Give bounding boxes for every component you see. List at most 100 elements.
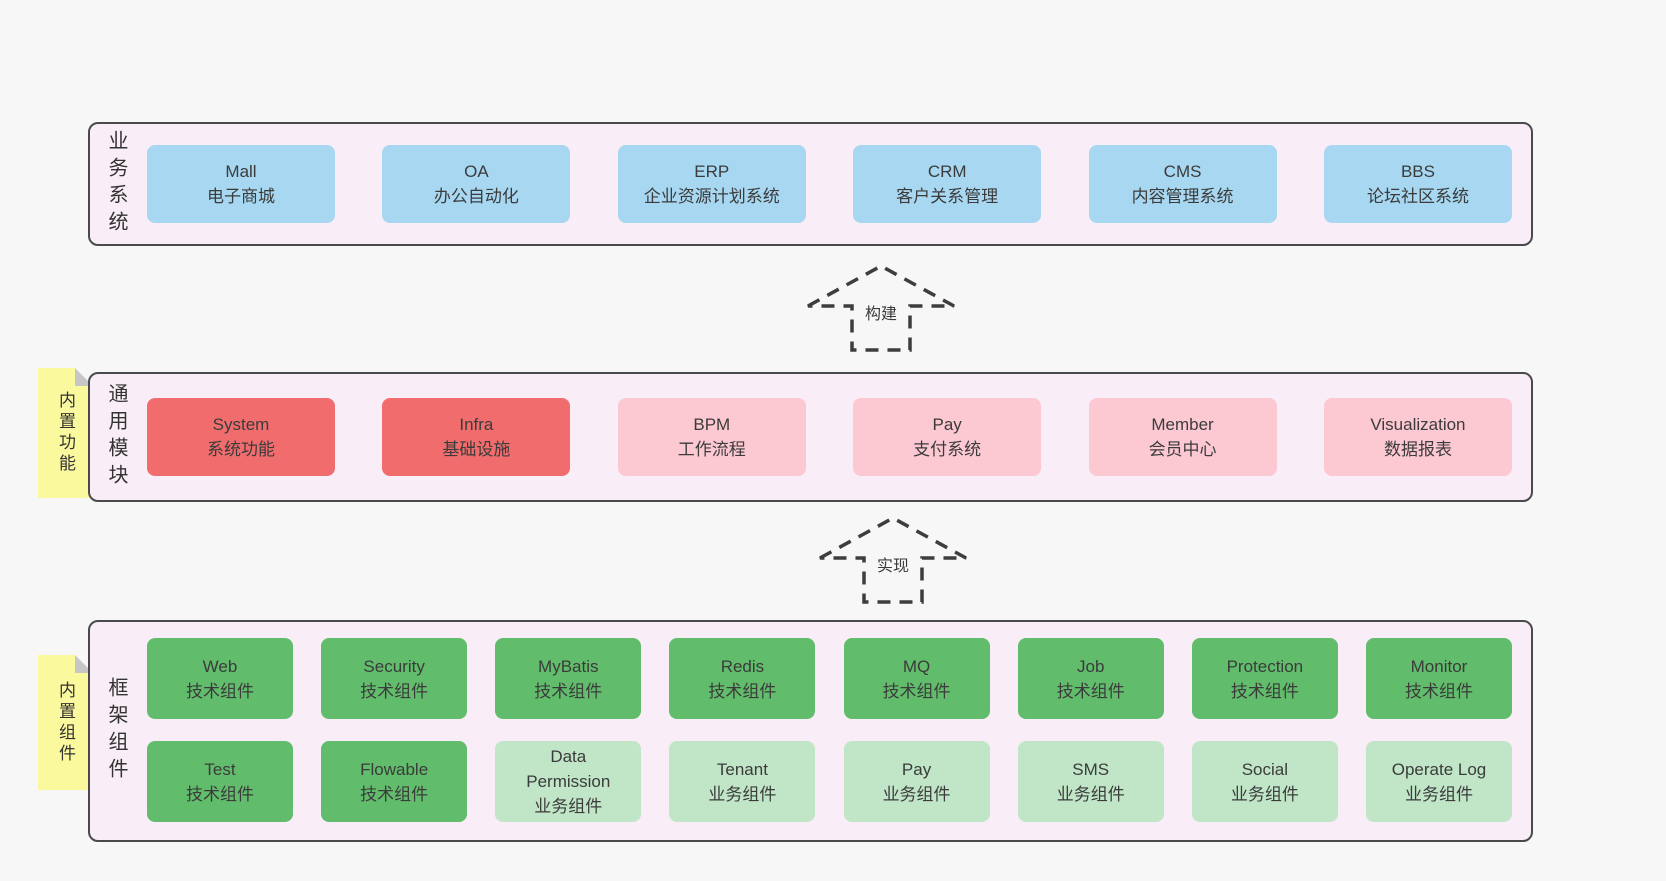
box-subtitle: 技术组件 [186, 784, 254, 804]
box-subtitle: 会员中心 [1148, 440, 1217, 459]
business-boxes-row: Mall 电子商城 OA 办公自动化 ERP 企业资源计划系统 CRM 客户关系… [147, 145, 1512, 223]
box-redis: Redis 技术组件 [669, 638, 816, 719]
box-title: Mall [225, 162, 257, 181]
box-subtitle: 业务组件 [1056, 784, 1125, 804]
box-title: Visualization [1370, 415, 1466, 434]
box-subtitle: 技术组件 [1404, 681, 1473, 701]
builtin-components-note: 内置组件 [38, 655, 93, 790]
panel-side-label: 框架组件 [105, 677, 127, 785]
box-subtitle: 客户关系管理 [896, 187, 999, 206]
box-subtitle: 技术组件 [534, 681, 603, 701]
note-label: 内置功能 [56, 391, 75, 475]
box-operate-log: Operate Log 业务组件 [1365, 741, 1512, 822]
box-title: MyBatis [538, 656, 599, 676]
box-title: ERP [694, 162, 730, 181]
box-mybatis: MyBatis 技术组件 [495, 638, 642, 719]
box-subtitle: 业务组件 [882, 784, 951, 804]
modules-boxes-row: System 系统功能 Infra 基础设施 BPM 工作流程 Pay 支付系统… [147, 398, 1512, 476]
box-subtitle: 技术组件 [708, 681, 777, 701]
builtin-features-note: 内置功能 [38, 368, 93, 498]
box-infra: Infra 基础设施 [382, 398, 571, 476]
box-title: OA [464, 162, 489, 181]
box-erp: ERP 企业资源计划系统 [617, 145, 806, 223]
box-protection: Protection 技术组件 [1191, 638, 1338, 719]
box-title: Infra [459, 415, 494, 434]
box-subtitle: 技术组件 [360, 681, 429, 701]
box-mall: Mall 电子商城 [147, 145, 335, 223]
box-sms: SMS 业务组件 [1017, 741, 1164, 822]
box-title: Redis [720, 656, 765, 676]
box-subtitle: 基础设施 [442, 440, 511, 459]
up-arrow-icon [807, 264, 955, 352]
components-row-2: Test 技术组件 Flowable 技术组件 Data Permission … [147, 741, 1512, 822]
box-crm: CRM 客户关系管理 [853, 145, 1042, 223]
box-visualization: Visualization 数据报表 [1323, 398, 1512, 476]
build-arrow-label: 构建 [861, 300, 901, 324]
box-title: System [212, 415, 270, 434]
box-title: Web [202, 656, 238, 676]
box-social: Social 业务组件 [1191, 741, 1338, 822]
box-subtitle: 办公自动化 [433, 187, 519, 206]
box-subtitle: 业务组件 [534, 797, 603, 816]
box-subtitle: 技术组件 [360, 784, 429, 804]
box-title: Security [363, 656, 425, 676]
box-subtitle: 数据报表 [1383, 440, 1452, 459]
box-subtitle: 电子商城 [207, 187, 275, 206]
common-modules-panel: 通用模块 System 系统功能 Infra 基础设施 BPM 工作流程 Pay… [88, 372, 1533, 502]
framework-components-panel: 框架组件 Web 技术组件 Security 技术组件 MyBatis 技术组件… [88, 620, 1533, 842]
implement-arrow-label: 实现 [873, 552, 913, 576]
box-system: System 系统功能 [147, 398, 335, 476]
box-title: Test [204, 759, 236, 779]
box-job: Job 技术组件 [1017, 638, 1164, 719]
components-row-1: Web 技术组件 Security 技术组件 MyBatis 技术组件 Redi… [147, 638, 1512, 719]
box-subtitle: 业务组件 [1404, 784, 1473, 804]
box-title: Flowable [360, 759, 429, 779]
panel-side-label: 通用模块 [105, 383, 127, 491]
box-cms: CMS 内容管理系统 [1088, 145, 1277, 223]
box-bbs: BBS 论坛社区系统 [1323, 145, 1512, 223]
box-title: Operate Log [1391, 759, 1487, 779]
build-arrow: 构建 [806, 262, 956, 354]
note-label: 内置组件 [56, 680, 75, 765]
box-test: Test 技术组件 [147, 741, 293, 822]
box-subtitle: 业务组件 [1230, 784, 1299, 804]
box-title: Tenant [716, 759, 768, 779]
box-title: Protection [1226, 656, 1304, 676]
box-monitor: Monitor 技术组件 [1365, 638, 1512, 719]
box-subtitle: 技术组件 [186, 681, 254, 701]
box-flowable: Flowable 技术组件 [321, 741, 468, 822]
box-subtitle: 论坛社区系统 [1366, 187, 1469, 206]
box-title: Pay [901, 759, 932, 779]
box-subtitle: 业务组件 [708, 784, 777, 804]
box-title: CRM [927, 162, 967, 181]
panel-side-label: 业务系统 [105, 130, 127, 238]
implement-arrow: 实现 [818, 514, 968, 606]
box-subtitle: 技术组件 [1056, 681, 1125, 701]
box-title: Social [1241, 759, 1288, 779]
box-mq: MQ 技术组件 [843, 638, 990, 719]
box-member: Member 会员中心 [1088, 398, 1277, 476]
box-title: Monitor [1410, 656, 1468, 676]
box-pay-component: Pay 业务组件 [843, 741, 990, 822]
box-subtitle: 支付系统 [913, 440, 982, 459]
box-title: Data Permission [526, 747, 611, 791]
box-title: MQ [902, 656, 931, 676]
box-title: SMS [1072, 759, 1110, 779]
box-pay-system: Pay 支付系统 [853, 398, 1042, 476]
box-security: Security 技术组件 [321, 638, 468, 719]
box-subtitle: 系统功能 [207, 440, 275, 459]
box-tenant: Tenant 业务组件 [669, 741, 816, 822]
box-title: Pay [932, 415, 962, 434]
box-bpm: BPM 工作流程 [617, 398, 806, 476]
box-title: CMS [1163, 162, 1202, 181]
box-web: Web 技术组件 [147, 638, 293, 719]
box-title: Member [1151, 415, 1214, 434]
box-subtitle: 内容管理系统 [1131, 187, 1234, 206]
box-subtitle: 技术组件 [882, 681, 951, 701]
business-systems-panel: 业务系统 Mall 电子商城 OA 办公自动化 ERP 企业资源计划系统 CRM… [88, 122, 1533, 246]
box-title: BBS [1400, 162, 1435, 181]
box-subtitle: 工作流程 [677, 440, 746, 459]
box-subtitle: 技术组件 [1230, 681, 1299, 701]
box-title: Job [1076, 656, 1105, 676]
box-title: BPM [693, 415, 731, 434]
